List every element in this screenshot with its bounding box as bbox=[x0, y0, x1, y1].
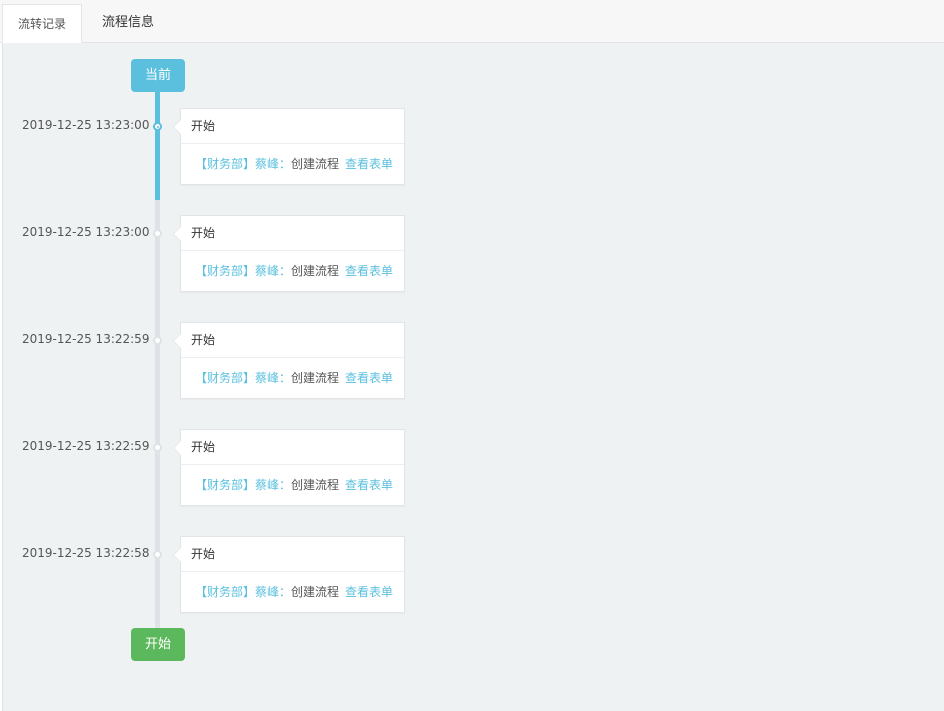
timeline-event: 2019-12-25 13:22:58 开始 【财务部】蔡峰：创建流程查看表单 bbox=[0, 536, 944, 616]
event-user: 蔡峰： bbox=[255, 478, 292, 492]
event-dept: 【财务部】 bbox=[195, 264, 256, 278]
event-title: 开始 bbox=[181, 216, 404, 251]
event-body: 【财务部】蔡峰：创建流程查看表单 bbox=[181, 144, 404, 186]
event-user: 蔡峰： bbox=[255, 585, 292, 599]
view-form-link[interactable]: 查看表单 bbox=[345, 478, 394, 492]
timeline-line bbox=[155, 200, 160, 630]
event-title: 开始 bbox=[181, 109, 404, 144]
view-form-link[interactable]: 查看表单 bbox=[345, 157, 394, 171]
view-form-link[interactable]: 查看表单 bbox=[345, 371, 394, 385]
event-title: 开始 bbox=[181, 430, 404, 465]
event-action: 创建流程 bbox=[291, 478, 340, 492]
timeline-event: 2019-12-25 13:23:00 开始 【财务部】蔡峰：创建流程查看表单 bbox=[0, 215, 944, 295]
view-form-link[interactable]: 查看表单 bbox=[345, 585, 394, 599]
event-body: 【财务部】蔡峰：创建流程查看表单 bbox=[181, 465, 404, 507]
event-dept: 【财务部】 bbox=[195, 157, 256, 171]
event-action: 创建流程 bbox=[291, 157, 340, 171]
timeline-event: 2019-12-25 13:22:59 开始 【财务部】蔡峰：创建流程查看表单 bbox=[0, 322, 944, 402]
event-action: 创建流程 bbox=[291, 371, 340, 385]
event-time: 2019-12-25 13:22:59 bbox=[22, 332, 150, 346]
event-dept: 【财务部】 bbox=[195, 371, 256, 385]
event-time: 2019-12-25 13:23:00 bbox=[22, 225, 150, 239]
event-body: 【财务部】蔡峰：创建流程查看表单 bbox=[181, 572, 404, 614]
tab-bar: 流转记录 流程信息 bbox=[0, 0, 944, 43]
event-action: 创建流程 bbox=[291, 585, 340, 599]
event-time: 2019-12-25 13:23:00 bbox=[22, 118, 150, 132]
event-user: 蔡峰： bbox=[255, 264, 292, 278]
timeline-node-icon bbox=[153, 229, 162, 238]
timeline-tail-badge: 开始 bbox=[131, 628, 185, 661]
event-body: 【财务部】蔡峰：创建流程查看表单 bbox=[181, 358, 404, 400]
event-card: 开始 【财务部】蔡峰：创建流程查看表单 bbox=[173, 536, 405, 614]
tab-flow-records[interactable]: 流转记录 bbox=[2, 4, 82, 43]
event-card: 开始 【财务部】蔡峰：创建流程查看表单 bbox=[173, 429, 405, 507]
event-card: 开始 【财务部】蔡峰：创建流程查看表单 bbox=[173, 322, 405, 400]
event-title: 开始 bbox=[181, 323, 404, 358]
event-dept: 【财务部】 bbox=[195, 478, 256, 492]
event-body: 【财务部】蔡峰：创建流程查看表单 bbox=[181, 251, 404, 293]
timeline-head-badge: 当前 bbox=[131, 59, 185, 92]
timeline-event: 2019-12-25 13:23:00 开始 【财务部】蔡峰：创建流程查看表单 bbox=[0, 108, 944, 188]
timeline-node-icon bbox=[153, 443, 162, 452]
event-user: 蔡峰： bbox=[255, 371, 292, 385]
event-time: 2019-12-25 13:22:59 bbox=[22, 439, 150, 453]
tab-flow-info[interactable]: 流程信息 bbox=[101, 15, 154, 30]
view-form-link[interactable]: 查看表单 bbox=[345, 264, 394, 278]
timeline-node-icon bbox=[153, 336, 162, 345]
event-user: 蔡峰： bbox=[255, 157, 292, 171]
event-title: 开始 bbox=[181, 537, 404, 572]
event-card: 开始 【财务部】蔡峰：创建流程查看表单 bbox=[173, 215, 405, 293]
timeline-line-active bbox=[155, 92, 160, 200]
event-dept: 【财务部】 bbox=[195, 585, 256, 599]
timeline-node-icon bbox=[153, 550, 162, 559]
timeline-event: 2019-12-25 13:22:59 开始 【财务部】蔡峰：创建流程查看表单 bbox=[0, 429, 944, 509]
event-card: 开始 【财务部】蔡峰：创建流程查看表单 bbox=[173, 108, 405, 186]
timeline-node-icon bbox=[153, 122, 162, 131]
event-time: 2019-12-25 13:22:58 bbox=[22, 546, 150, 560]
event-action: 创建流程 bbox=[291, 264, 340, 278]
